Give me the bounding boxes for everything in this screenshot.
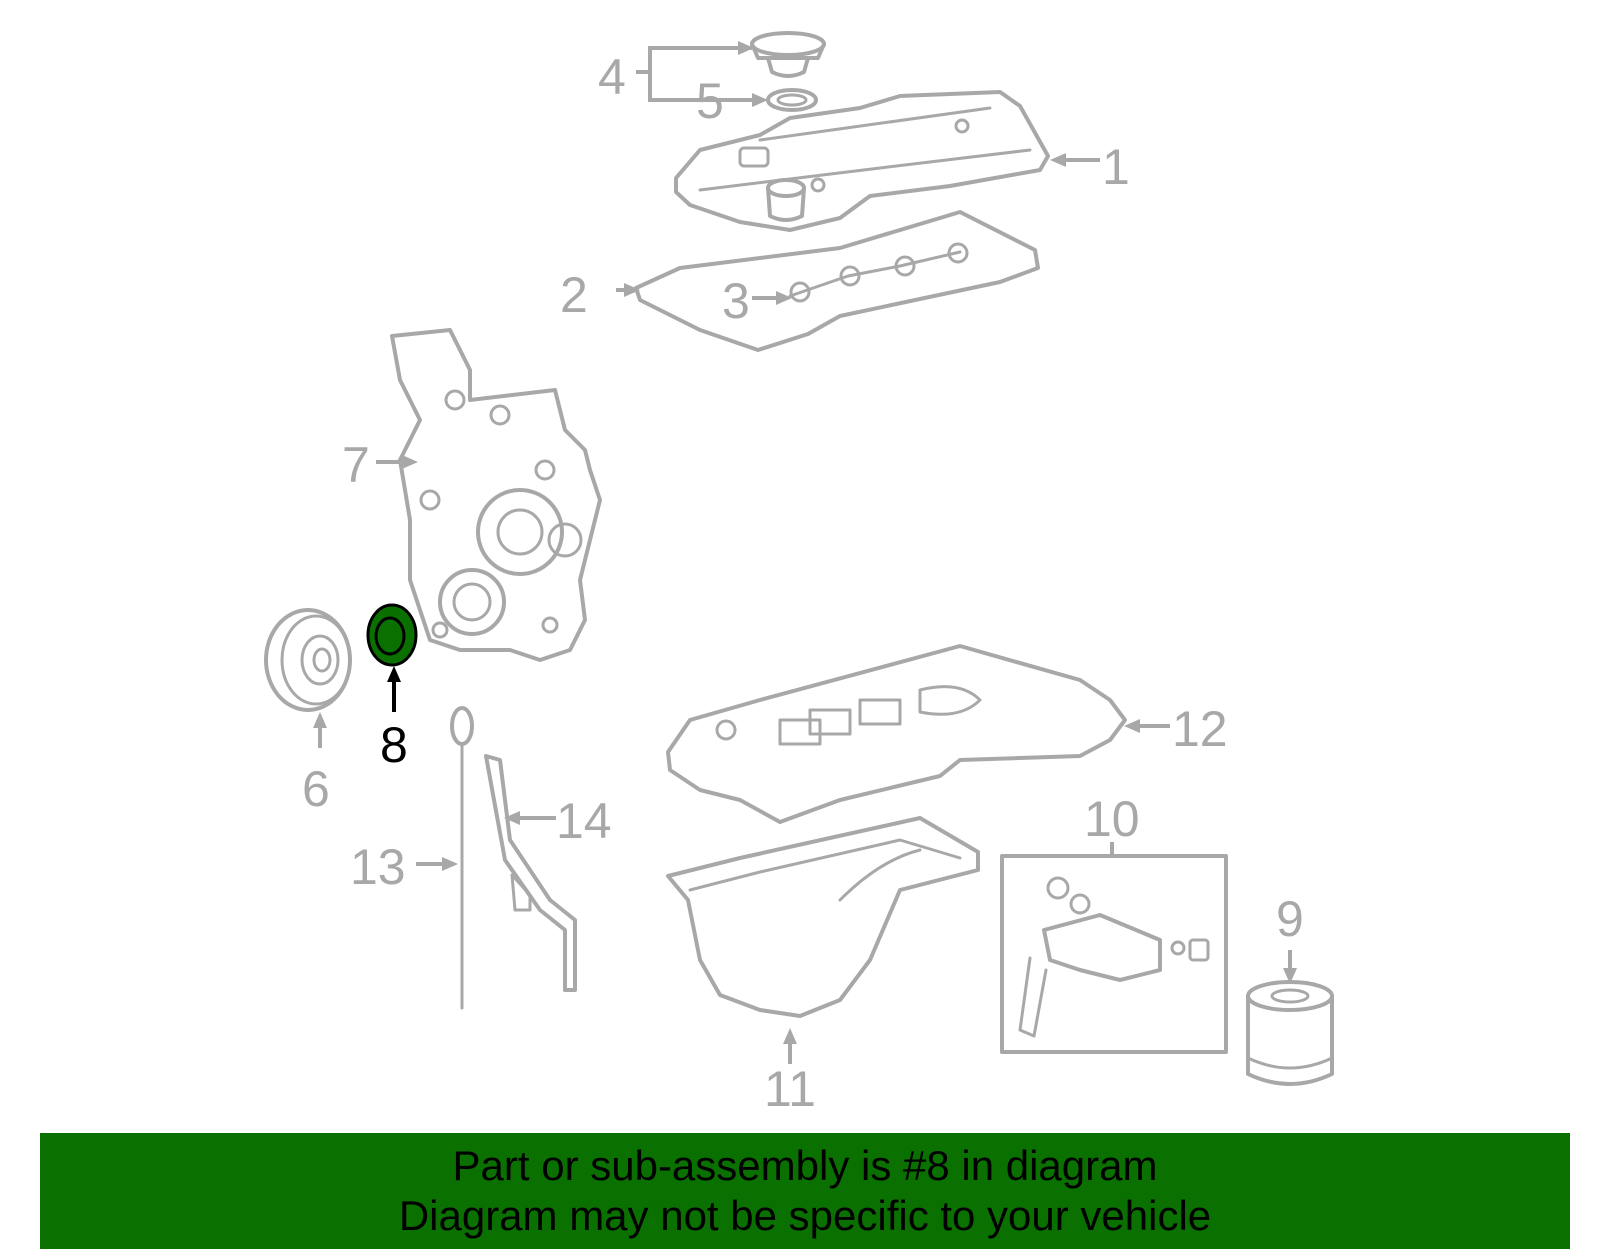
callout-2: 2	[560, 267, 588, 323]
callout-7: 7	[342, 437, 370, 493]
oil-filler-cap[interactable]	[750, 31, 826, 78]
info-banner: Part or sub-assembly is #8 in diagram Di…	[40, 1133, 1570, 1249]
valve-cover-gasket[interactable]	[634, 210, 1040, 352]
banner-line-2: Diagram may not be specific to your vehi…	[398, 1192, 1212, 1239]
callout-11: 11	[764, 1061, 816, 1117]
oil-dipstick[interactable]	[450, 706, 474, 1010]
callout-14: 14	[556, 793, 612, 849]
callout-6: 6	[302, 761, 330, 817]
timing-cover[interactable]	[390, 328, 602, 662]
dipstick-tube[interactable]	[484, 754, 577, 992]
leader-lines	[313, 41, 1297, 1064]
callout-12: 12	[1172, 701, 1228, 757]
front-crankshaft-seal[interactable]	[366, 603, 418, 667]
crankshaft-pulley[interactable]	[264, 608, 352, 712]
oil-filter-housing-group[interactable]	[1000, 854, 1228, 1054]
filler-cap-gasket[interactable]	[766, 88, 818, 112]
banner-line-1: Part or sub-assembly is #8 in diagram	[452, 1142, 1158, 1189]
oil-filter[interactable]	[1246, 980, 1334, 1086]
callout-8: 8	[380, 717, 408, 773]
lower-oil-pan[interactable]	[666, 816, 980, 1018]
callout-3: 3	[722, 273, 750, 329]
callout-5: 5	[696, 73, 724, 129]
callout-4: 4	[598, 49, 626, 105]
callout-9: 9	[1276, 891, 1304, 947]
callout-1: 1	[1102, 139, 1130, 195]
callout-10: 10	[1084, 791, 1140, 847]
upper-oil-pan[interactable]	[666, 644, 1127, 824]
valve-cover[interactable]	[674, 90, 1050, 232]
callout-13: 13	[350, 839, 406, 895]
spark-plug-tube-seals[interactable]	[788, 242, 969, 303]
